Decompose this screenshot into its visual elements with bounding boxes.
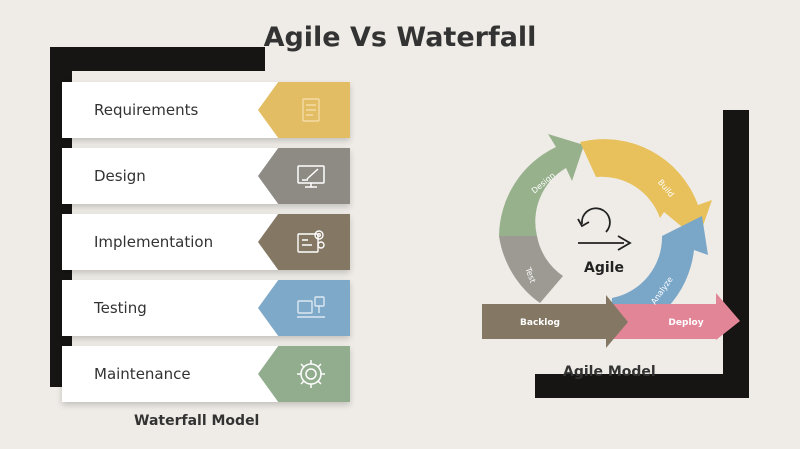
monitor-pen-icon xyxy=(297,165,325,188)
waterfall-step-maintenance: Maintenance xyxy=(62,346,350,402)
testing-setup-icon xyxy=(297,296,325,318)
step-label: Maintenance xyxy=(94,365,191,383)
agile-cycle-diagram: Agile Design Build Analyze Test Backlog … xyxy=(482,134,740,348)
step-label: Requirements xyxy=(94,101,199,119)
decorative-bracket-top xyxy=(50,47,265,71)
deploy-label: Deploy xyxy=(668,318,703,328)
gear-icon xyxy=(297,360,325,388)
backlog-arrow xyxy=(482,295,628,348)
step-tab xyxy=(258,214,350,270)
gears-board-icon xyxy=(297,230,325,253)
build-arrow xyxy=(580,139,712,240)
step-label: Testing xyxy=(94,299,147,317)
waterfall-step-requirements: Requirements xyxy=(62,82,350,138)
step-tab xyxy=(258,280,350,336)
waterfall-step-design: Design xyxy=(62,148,350,204)
waterfall-model-caption: Waterfall Model xyxy=(134,413,260,429)
test-arrow xyxy=(499,236,563,303)
page-title: Agile Vs Waterfall xyxy=(263,22,537,53)
step-label: Design xyxy=(94,167,146,185)
waterfall-step-implementation: Implementation xyxy=(62,214,350,270)
decorative-bracket-side xyxy=(723,110,749,398)
step-tab xyxy=(258,82,350,138)
step-label: Implementation xyxy=(94,233,214,251)
design-arrow xyxy=(499,134,584,236)
agile-model-caption: Agile Model xyxy=(563,364,656,380)
step-tab xyxy=(258,148,350,204)
agile-center-label: Agile xyxy=(584,260,624,276)
backlog-label: Backlog xyxy=(520,318,560,328)
waterfall-step-testing: Testing xyxy=(62,280,350,336)
deploy-arrow xyxy=(612,293,740,340)
document-checklist-icon xyxy=(302,98,320,122)
step-tab xyxy=(258,346,350,402)
decorative-bracket-bottom xyxy=(535,374,749,398)
agile-cycle-icon xyxy=(577,207,632,251)
